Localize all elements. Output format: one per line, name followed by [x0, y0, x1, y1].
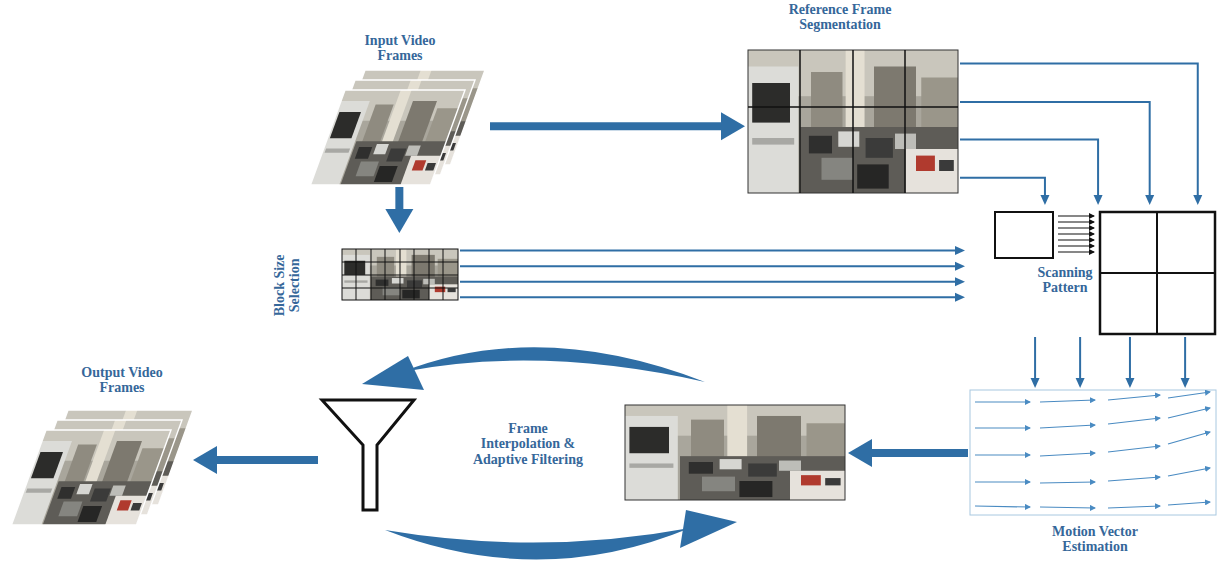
arrow-line [1184, 337, 1186, 379]
flow-arrow [385, 187, 413, 233]
node-label: Input Video Frames [350, 33, 450, 64]
arrow-line [460, 296, 956, 298]
flow-arrow [1076, 337, 1085, 388]
arrow-head [1031, 378, 1040, 388]
flow-arrow [960, 64, 1202, 205]
arrow-line [960, 64, 1198, 196]
arrow-line [460, 281, 956, 283]
node-label: Reference Frame Segmentation [775, 2, 905, 33]
node-label: Motion Vector Estimation [1025, 524, 1165, 555]
flow-arrow [193, 446, 318, 474]
flow-arrow [1125, 337, 1134, 388]
flow-arrow [960, 139, 1103, 205]
input-frames [310, 70, 485, 185]
vector-field [970, 390, 1216, 515]
arrow-line [960, 178, 1045, 196]
arrow-head [955, 262, 965, 271]
flow-arrow [460, 293, 965, 302]
arrow-head [385, 209, 413, 233]
flow-arrow [1181, 337, 1190, 388]
arrow-head [1181, 378, 1190, 388]
flow-arrow [960, 178, 1049, 205]
arrow-head [848, 439, 872, 467]
node-label: Output Video Frames [67, 365, 177, 396]
output-frames [11, 410, 193, 525]
flow-arrow [460, 246, 965, 255]
flow-arrow [960, 102, 1154, 205]
arrow-line [960, 102, 1150, 196]
diagram-node: Output Video Frames [8, 362, 193, 527]
arrow-line [460, 250, 956, 252]
arrow-line [490, 122, 723, 130]
arrow-head [1040, 195, 1049, 205]
diagram-node: Frame Interpolation & Adaptive Filtering [318, 395, 848, 510]
arrow-head [1094, 195, 1103, 205]
arrow-head [955, 293, 965, 302]
arrow-line [395, 187, 403, 211]
flow-arrow [848, 439, 968, 467]
arrow-line [1129, 337, 1131, 379]
scanning-symbol [995, 212, 1215, 334]
arrow-line [1079, 337, 1081, 379]
arrow-head [193, 446, 217, 474]
node-label: Scanning Pattern [1027, 265, 1103, 296]
diagram-node: Reference Frame Segmentation [745, 0, 960, 195]
arrow-line [215, 456, 318, 464]
diagram-node: Scanning Pattern [965, 205, 1218, 337]
node-label: Block Size Selection [272, 235, 303, 335]
flow-arrow [460, 277, 965, 286]
diagram-node: Input Video Frames [305, 31, 490, 187]
arrow-head [1125, 378, 1134, 388]
diagram-node: Motion Vector Estimation [968, 388, 1218, 566]
interpolated-frame [625, 405, 845, 500]
arrow-head [955, 277, 965, 286]
diagram-node: Block Size Selection [266, 233, 460, 337]
arrow-head [1145, 195, 1154, 205]
node-label: Frame Interpolation & Adaptive Filtering [468, 421, 588, 467]
segmented-frame [748, 50, 958, 193]
arrow-line [460, 265, 956, 267]
block-grid [342, 249, 458, 300]
flow-arrow [490, 112, 745, 140]
arrow-head [1076, 378, 1085, 388]
arrow-head [955, 246, 965, 255]
flow-arrow [460, 262, 965, 271]
flow-arrow [1031, 337, 1040, 388]
arrow-line [960, 139, 1098, 196]
arrow-line [1034, 337, 1036, 379]
cycle-arrows [362, 347, 737, 559]
arrow-head [721, 112, 745, 140]
arrow-line [870, 449, 968, 457]
filter-symbol [322, 400, 414, 510]
arrow-head [1193, 195, 1202, 205]
